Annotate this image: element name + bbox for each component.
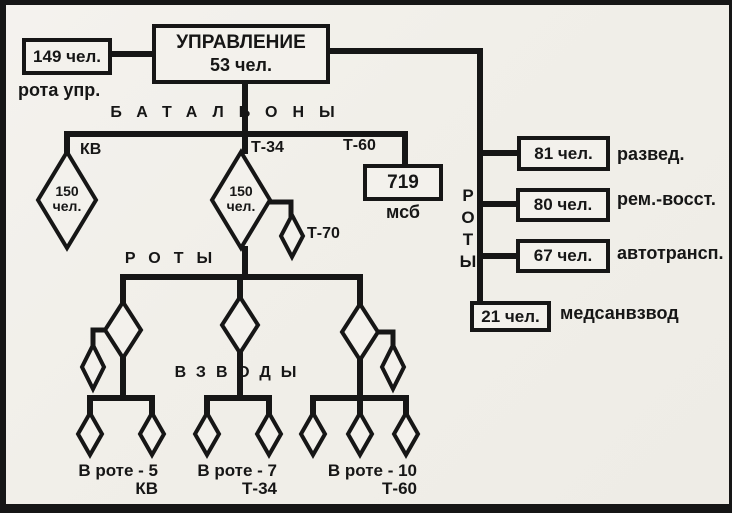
platoon-diamond-6 xyxy=(345,408,375,460)
note-t34-line2: Т-34 xyxy=(242,479,277,498)
kv-battalion-strength: 150 чел. xyxy=(37,184,97,214)
kv-battalion-diamond xyxy=(35,148,99,252)
medsanvzvod-label: медсанвзвод xyxy=(560,303,679,323)
note-t34-line1: В роте - 7 xyxy=(197,461,277,480)
note-kv: В роте - 5 КВ xyxy=(48,462,158,498)
t34-strength-line2: чел. xyxy=(226,198,256,214)
headquarters-box: УПРАВЛЕНИЕ 53 чел. xyxy=(152,24,330,84)
small-right-diamond xyxy=(379,340,407,394)
t60-battalion-label: Т-60 xyxy=(343,137,376,154)
medsanvzvod-box: 21 чел. xyxy=(470,301,551,332)
note-t60-line1: В роте - 10 xyxy=(327,461,417,480)
platoon-diamond-4 xyxy=(254,408,284,460)
razved-strength: 81 чел. xyxy=(534,143,593,163)
t34-battalion-label: Т-34 xyxy=(251,139,284,156)
support-roty-vertical-header: Р О Т Ы xyxy=(456,185,480,273)
avtotransp-strength: 67 чел. xyxy=(533,246,593,265)
msb-strength: 719 xyxy=(387,171,419,193)
battalions-header: БАТАЛЬОНЫ xyxy=(110,104,350,121)
company-left-diamond xyxy=(102,298,144,362)
remvosst-strength: 80 чел. xyxy=(533,195,593,214)
headquarters-strength: 53 чел. xyxy=(210,55,272,75)
platoons-header: ВЗВОДЫ xyxy=(174,364,307,381)
platoon-diamond-7 xyxy=(391,408,421,460)
hq-company-strength: 149 чел. xyxy=(33,46,101,66)
kv-strength-line1: 150 xyxy=(55,183,79,199)
kv-strength-line2: чел. xyxy=(52,198,82,214)
small-left-diamond xyxy=(79,340,107,394)
platoon-diamond-3 xyxy=(192,408,222,460)
avtotransp-label: автотрансп. xyxy=(617,243,724,263)
remvosst-box: 80 чел. xyxy=(516,188,610,222)
note-t60: В роте - 10 Т-60 xyxy=(307,462,417,498)
company-right-diamond xyxy=(339,300,381,364)
company-mid-diamond xyxy=(219,293,261,357)
vertical-letter-r: Р xyxy=(462,186,474,205)
platoon-diamond-1 xyxy=(75,408,105,460)
msb-label: мсб xyxy=(386,202,420,222)
line-right-trunk xyxy=(330,48,483,301)
platoon-diamond-2 xyxy=(137,408,167,460)
medsanvzvod-strength: 21 чел. xyxy=(481,306,540,326)
t70-label: Т-70 xyxy=(307,225,340,242)
t34-battalion-strength: 150 чел. xyxy=(211,184,271,214)
note-kv-line2: КВ xyxy=(135,479,158,498)
note-t34: В роте - 7 Т-34 xyxy=(167,462,277,498)
kv-battalion-label: КВ xyxy=(80,141,102,158)
razved-box: 81 чел. xyxy=(517,136,610,171)
hq-company-box: 149 чел. xyxy=(22,38,112,75)
hq-company-label: рота упр. xyxy=(18,80,101,100)
t34-battalion-diamond xyxy=(209,148,273,252)
note-kv-line1: В роте - 5 xyxy=(78,461,158,480)
line-t70-connector xyxy=(266,199,294,217)
companies-header: РОТЫ xyxy=(124,250,226,267)
remvosst-label: рем.-восст. xyxy=(617,189,716,209)
vertical-letter-o: О xyxy=(461,208,475,227)
vertical-letter-y: Ы xyxy=(459,252,477,271)
t34-strength-line1: 150 xyxy=(229,183,253,199)
vertical-letter-t: Т xyxy=(462,230,474,249)
avtotransp-box: 67 чел. xyxy=(516,239,610,273)
platoon-diamond-5 xyxy=(298,408,328,460)
msb-box: 719 xyxy=(363,164,443,201)
headquarters-title: УПРАВЛЕНИЕ xyxy=(176,32,306,53)
razved-label: развед. xyxy=(617,144,685,164)
t70-diamond xyxy=(278,210,306,262)
note-t60-line2: Т-60 xyxy=(382,479,417,498)
